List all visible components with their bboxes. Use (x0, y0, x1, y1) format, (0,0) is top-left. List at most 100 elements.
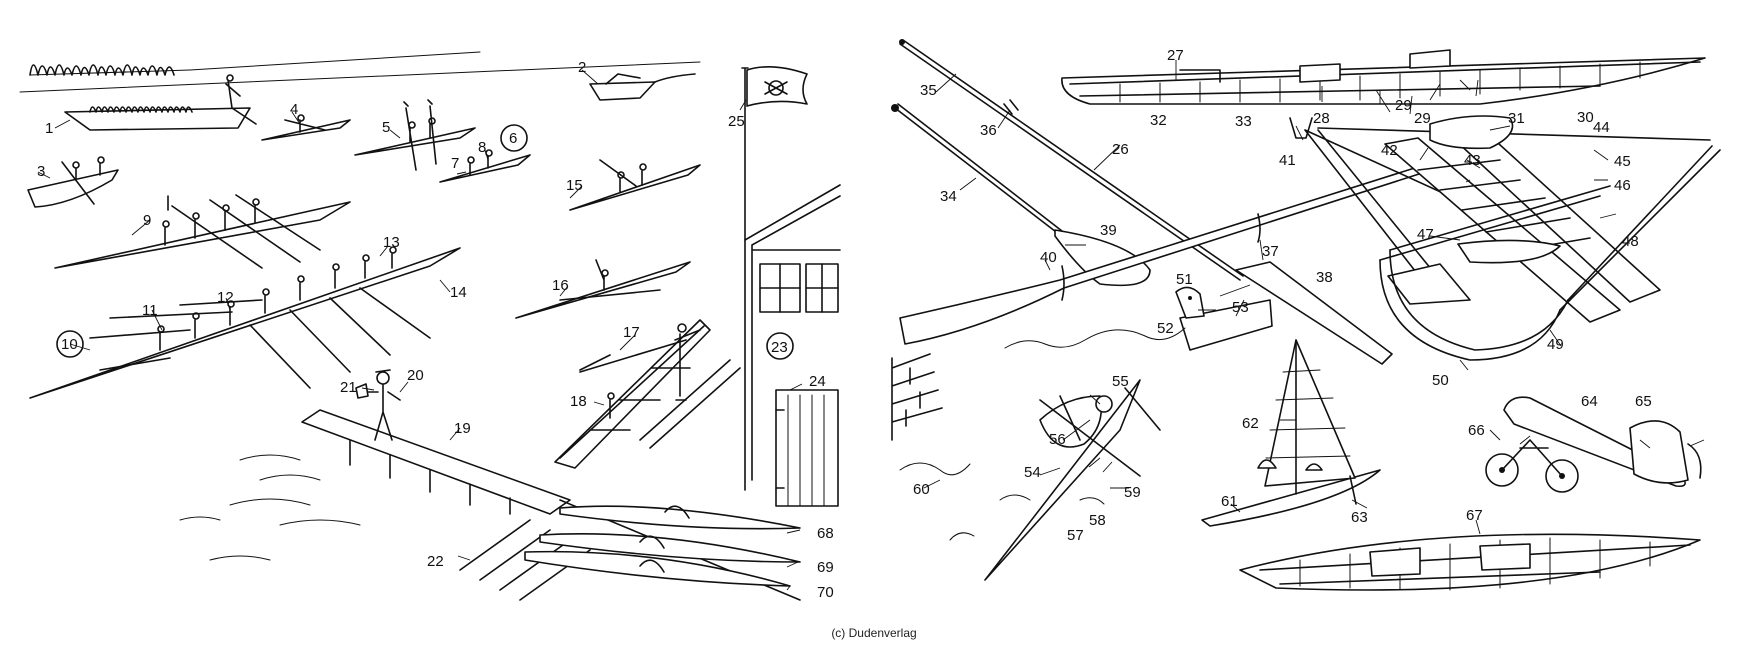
label-25: 25 (728, 113, 745, 130)
label-32: 32 (1150, 112, 1167, 129)
copyright-notice: (c) Dudenverlag (831, 626, 917, 640)
single-scull (515, 259, 691, 319)
slipway (459, 499, 801, 601)
right-panel-equipment (891, 39, 1721, 591)
label-53: 53 (1232, 299, 1249, 316)
label-14: 14 (450, 284, 467, 301)
label-31: 31 (1508, 110, 1525, 127)
gig-being-carried (554, 319, 741, 469)
pleasure-launch (64, 74, 257, 131)
label-48: 48 (1622, 233, 1639, 250)
far-shore-trees (19, 51, 701, 93)
label-61: 61 (1221, 493, 1238, 510)
label-3: 3 (37, 163, 45, 180)
oar-with-spoon-blade (899, 159, 1445, 345)
label-1: 1 (45, 120, 53, 137)
rowing-rigger-and-seat (1289, 115, 1721, 361)
label-10: 10 (61, 336, 78, 353)
label-67: 67 (1466, 507, 1483, 524)
leader-lines-left (37, 69, 803, 591)
label-33: 33 (1235, 113, 1252, 130)
label-7: 7 (451, 155, 459, 172)
label-62: 62 (1242, 415, 1259, 432)
racing-pair (354, 99, 476, 171)
label-40: 40 (1040, 249, 1057, 266)
folding-canoe-frame (1239, 533, 1701, 591)
label-50: 50 (1432, 372, 1449, 389)
label-11: 11 (142, 302, 158, 319)
label-45: 45 (1614, 153, 1631, 170)
boat-trolley (1485, 396, 1702, 493)
label-41: 41 (1279, 152, 1296, 169)
label-69: 69 (817, 559, 834, 576)
label-30: 30 (1577, 109, 1594, 126)
label-44: 44 (1593, 119, 1610, 136)
label-28: 28 (1313, 110, 1330, 127)
label-2: 2 (578, 59, 586, 76)
label-52: 52 (1157, 320, 1174, 337)
label-5: 5 (382, 119, 390, 136)
flagpole (741, 66, 808, 491)
landing-stage (179, 369, 571, 561)
label-12: 12 (217, 289, 234, 306)
boathouse (744, 184, 841, 507)
label-19: 19 (454, 420, 471, 437)
label-36: 36 (980, 122, 997, 139)
label-47: 47 (1417, 226, 1434, 243)
left-panel-rowing-scene (19, 51, 841, 601)
label-58: 58 (1089, 512, 1106, 529)
label-15: 15 (566, 177, 583, 194)
label-29b: 29 (1414, 110, 1431, 127)
label-37: 37 (1262, 243, 1279, 260)
label-63: 63 (1351, 509, 1368, 526)
label-24: 24 (809, 373, 826, 390)
label-65: 65 (1635, 393, 1652, 410)
label-49: 49 (1547, 336, 1564, 353)
motorboat (589, 73, 696, 101)
label-46: 46 (1614, 177, 1631, 194)
racing-shell-hull (1061, 49, 1706, 105)
scull-oar (891, 103, 1151, 287)
label-21: 21 (340, 379, 357, 396)
kayak-single (261, 114, 351, 141)
leader-lines-right (923, 60, 1705, 535)
label-70: 70 (817, 584, 834, 601)
label-8: 8 (478, 139, 486, 156)
label-16: 16 (552, 277, 569, 294)
label-57: 57 (1067, 527, 1084, 544)
label-27: 27 (1167, 47, 1184, 64)
label-42: 42 (1381, 142, 1398, 159)
number-labels: 1 2 3 4 5 6 7 8 9 10 11 12 13 14 15 16 1… (37, 47, 1652, 601)
label-66: 66 (1468, 422, 1485, 439)
label-29a: 29 (1395, 97, 1412, 114)
label-60: 60 (913, 481, 930, 498)
label-4: 4 (290, 101, 298, 118)
label-54: 54 (1024, 464, 1041, 481)
four-oared-shell (54, 194, 351, 269)
coach-figure (355, 369, 401, 441)
label-6: 6 (509, 130, 517, 147)
white-water-kayaker (891, 353, 1161, 581)
label-20: 20 (407, 367, 424, 384)
label-55: 55 (1112, 373, 1129, 390)
label-43: 43 (1464, 152, 1481, 169)
label-13: 13 (383, 234, 400, 251)
label-22: 22 (427, 553, 444, 570)
label-35: 35 (920, 82, 937, 99)
rudder-assembly (1004, 286, 1273, 351)
eight-oared-shell (29, 246, 461, 399)
label-18: 18 (570, 393, 587, 410)
label-51: 51 (1176, 271, 1193, 288)
double-scull (569, 159, 701, 211)
canadian-canoe (27, 156, 119, 208)
label-38: 38 (1316, 269, 1333, 286)
label-17: 17 (623, 324, 640, 341)
label-56: 56 (1049, 431, 1066, 448)
label-34: 34 (940, 188, 957, 205)
sailing-canoe (1201, 339, 1381, 527)
coxed-boat (439, 124, 531, 183)
label-39: 39 (1100, 222, 1117, 239)
label-26: 26 (1112, 141, 1129, 158)
label-23: 23 (771, 339, 788, 356)
